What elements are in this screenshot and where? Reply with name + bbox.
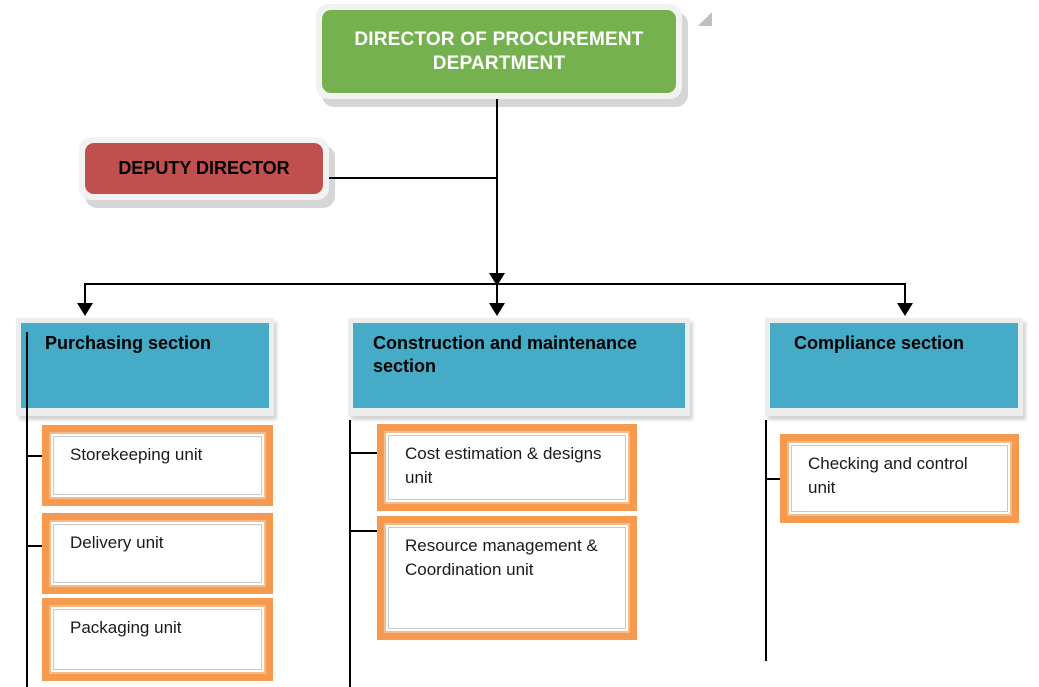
unit-delivery[interactable]: Delivery unit bbox=[42, 513, 273, 594]
connector-drop-compliance bbox=[904, 283, 906, 307]
connector-director-trunk bbox=[496, 99, 498, 285]
unit-label-checking-control: Checking and control unit bbox=[808, 454, 968, 497]
unit-packaging[interactable]: Packaging unit bbox=[42, 598, 273, 681]
arrow-to-compliance bbox=[897, 303, 913, 316]
section-header-purchasing[interactable]: Purchasing section bbox=[16, 318, 274, 416]
resource-management-inner: Resource management & Coordination unit bbox=[384, 523, 630, 633]
delivery-inner: Delivery unit bbox=[49, 520, 266, 587]
delivery-inner2: Delivery unit bbox=[53, 524, 262, 583]
unit-label-packaging: Packaging unit bbox=[70, 618, 182, 637]
checking-control-inner: Checking and control unit bbox=[787, 441, 1012, 516]
deputy-label: DEPUTY DIRECTOR bbox=[118, 158, 290, 179]
arrow-to-construction bbox=[489, 303, 505, 316]
connector-section-bus bbox=[84, 283, 905, 285]
unit-label-delivery: Delivery unit bbox=[70, 533, 164, 552]
unit-storekeeping[interactable]: Storekeeping unit bbox=[42, 425, 273, 506]
section-title-purchasing: Purchasing section bbox=[45, 333, 212, 353]
packaging-inner2: Packaging unit bbox=[53, 609, 262, 670]
compliance-fill: Compliance section bbox=[770, 323, 1018, 408]
unit-label-cost-estimation: Cost estimation & designs unit bbox=[405, 444, 602, 487]
construction-fill: Construction and maintenance section bbox=[353, 323, 685, 408]
spine-purchasing bbox=[26, 332, 28, 687]
arrow-director-to-bus bbox=[489, 273, 505, 286]
storekeeping-inner2: Storekeeping unit bbox=[53, 436, 262, 495]
unit-checking-control[interactable]: Checking and control unit bbox=[780, 434, 1019, 523]
connector-drop-purchasing bbox=[84, 283, 86, 307]
spine-construction bbox=[349, 420, 351, 687]
spine-compliance bbox=[765, 420, 767, 661]
resource-management-inner2: Resource management & Coordination unit bbox=[388, 527, 626, 629]
director-label: DIRECTOR OF PROCUREMENT DEPARTMENT bbox=[354, 28, 644, 74]
stub-construction-unit-2 bbox=[349, 530, 377, 532]
section-title-construction: Construction and maintenance section bbox=[373, 333, 638, 377]
stub-compliance-unit-1 bbox=[765, 478, 790, 480]
arrow-to-purchasing bbox=[77, 303, 93, 316]
deputy-body: DEPUTY DIRECTOR bbox=[85, 143, 323, 194]
connector-deputy-branch bbox=[329, 177, 498, 179]
unit-label-resource-management: Resource management & Coordination unit bbox=[405, 536, 598, 579]
purchasing-fill: Purchasing section bbox=[21, 323, 269, 408]
stub-construction-unit-1 bbox=[349, 452, 377, 454]
resize-handle-icon bbox=[698, 12, 712, 26]
section-title-compliance: Compliance section bbox=[794, 333, 965, 353]
node-director[interactable]: DIRECTOR OF PROCUREMENT DEPARTMENT bbox=[316, 4, 688, 107]
node-deputy-director[interactable]: DEPUTY DIRECTOR bbox=[79, 137, 335, 208]
cost-estimation-inner: Cost estimation & designs unit bbox=[384, 431, 630, 504]
unit-resource-management[interactable]: Resource management & Coordination unit bbox=[377, 516, 637, 640]
director-body: DIRECTOR OF PROCUREMENT DEPARTMENT bbox=[322, 10, 676, 93]
connector-drop-construction bbox=[496, 283, 498, 307]
stub-purchasing-unit-2 bbox=[26, 545, 48, 547]
unit-label-storekeeping: Storekeeping unit bbox=[70, 445, 203, 464]
cost-estimation-inner2: Cost estimation & designs unit bbox=[388, 435, 626, 500]
unit-cost-estimation[interactable]: Cost estimation & designs unit bbox=[377, 424, 637, 511]
section-header-compliance[interactable]: Compliance section bbox=[765, 318, 1023, 416]
stub-purchasing-unit-1 bbox=[26, 455, 48, 457]
checking-control-inner2: Checking and control unit bbox=[791, 445, 1008, 512]
storekeeping-inner: Storekeeping unit bbox=[49, 432, 266, 499]
section-header-construction[interactable]: Construction and maintenance section bbox=[348, 318, 690, 416]
packaging-inner: Packaging unit bbox=[49, 605, 266, 674]
